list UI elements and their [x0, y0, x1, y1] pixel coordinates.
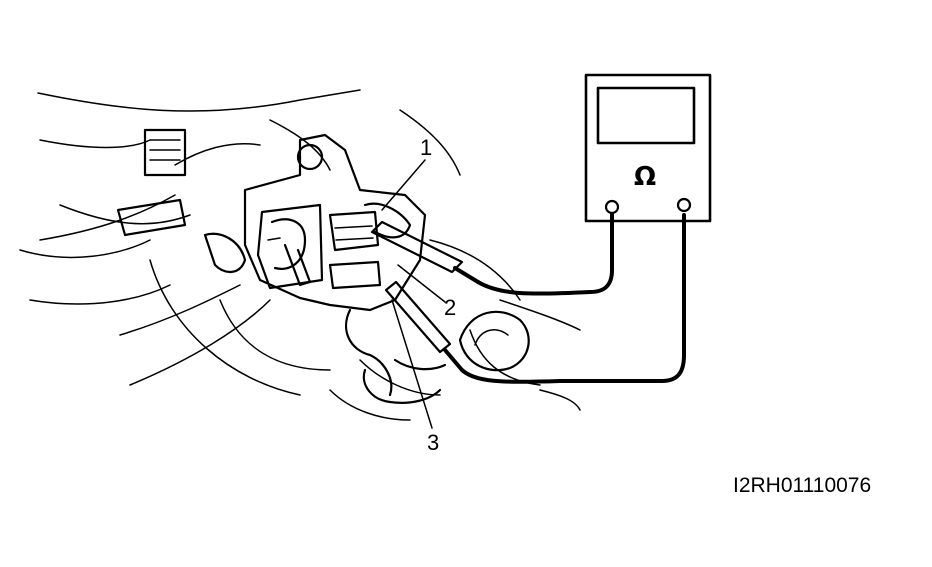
meter-terminal-left [604, 199, 620, 215]
figure-code: I2RH01110076 [733, 474, 871, 497]
tester-probe-lower [384, 280, 464, 372]
ohm-symbol: Ω [634, 162, 656, 192]
callout-2: 2 [444, 295, 456, 320]
meter-terminal-right [676, 197, 692, 213]
hose-clamp-drawing [39, 128, 247, 273]
meter-display [596, 86, 696, 145]
test-lead-wire-left [476, 213, 614, 296]
tester-probe-upper [370, 220, 480, 284]
callout-3: 3 [427, 430, 439, 455]
connector-body-drawing [243, 133, 427, 312]
test-lead-wire-right [460, 213, 686, 384]
callout-1: 1 [420, 135, 432, 160]
ohmmeter: Ω [584, 73, 712, 223]
callout-leader-lines [381, 159, 446, 429]
engine-boss-drawing [458, 310, 530, 372]
hand-drawing [345, 308, 447, 404]
